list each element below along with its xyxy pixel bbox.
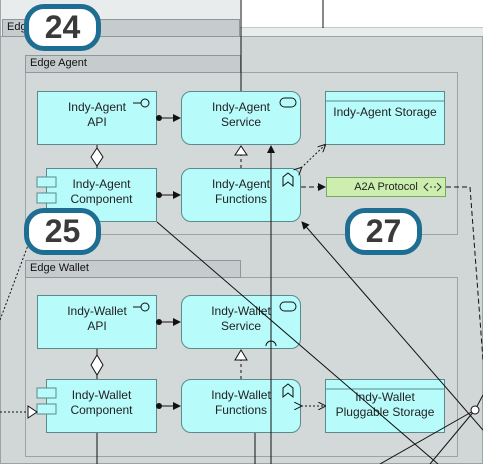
agent-api-service-link[interactable] bbox=[156, 114, 181, 122]
indy-wallet-api-label: Indy-Wallet API bbox=[67, 304, 127, 333]
indy-agent-api-node[interactable]: Indy-Agent API bbox=[37, 91, 157, 145]
callout-27-number: 27 bbox=[365, 213, 402, 249]
indy-agent-functions-node[interactable]: Indy-Agent Functions bbox=[181, 168, 301, 222]
interface-icon bbox=[133, 98, 150, 108]
agent-component-functions-link[interactable] bbox=[156, 191, 181, 199]
indy-wallet-service-label: Indy-Wallet Service bbox=[211, 304, 271, 333]
service-icon bbox=[279, 97, 297, 108]
top-strip bbox=[240, 0, 483, 28]
function-icon bbox=[282, 172, 294, 188]
edge-agent-tab: Edge Agent bbox=[25, 55, 241, 73]
diagonal-connector[interactable] bbox=[156, 221, 439, 464]
indy-wallet-storage-node[interactable]: Indy-Wallet Pluggable Storage bbox=[325, 379, 445, 433]
indy-agent-api-label: Indy-Agent API bbox=[67, 100, 127, 129]
wallet-api-service-link[interactable] bbox=[156, 318, 181, 326]
callout-27: 27 bbox=[345, 208, 422, 255]
indy-agent-functions-label: Indy-Agent Functions bbox=[211, 177, 271, 206]
wallet-component-functions-link[interactable] bbox=[156, 402, 181, 410]
indy-agent-service-label: Indy-Agent Service bbox=[211, 100, 271, 129]
service-icon bbox=[279, 301, 297, 312]
callout-24-number: 24 bbox=[44, 9, 81, 45]
agent-functions-service-link[interactable] bbox=[234, 145, 248, 168]
a2a-external-link[interactable] bbox=[446, 186, 483, 361]
interface-icon bbox=[133, 302, 150, 312]
agent-api-component-link[interactable] bbox=[90, 145, 104, 168]
indy-agent-storage-label: Indy-Agent Storage bbox=[333, 105, 437, 119]
callout-25-number: 25 bbox=[44, 213, 81, 249]
callout-24: 24 bbox=[24, 4, 101, 51]
wallet-api-component-link[interactable] bbox=[90, 349, 104, 379]
interaction-icon bbox=[423, 182, 442, 192]
line-jump bbox=[265, 340, 277, 347]
indy-agent-storage-node[interactable]: Indy-Agent Storage bbox=[325, 91, 445, 145]
left-realization-link[interactable] bbox=[0, 405, 38, 419]
left-dotted-connector[interactable] bbox=[0, 239, 31, 321]
wallet-functions-service-link[interactable] bbox=[234, 349, 248, 379]
indy-wallet-component-label: Indy-Wallet Component bbox=[70, 388, 133, 417]
component-icon bbox=[36, 176, 57, 204]
function-icon bbox=[282, 383, 294, 399]
diagonal-connector[interactable] bbox=[429, 409, 476, 464]
indy-wallet-api-node[interactable]: Indy-Wallet API bbox=[37, 295, 157, 349]
junction-point bbox=[470, 405, 480, 415]
callout-25: 25 bbox=[24, 208, 101, 255]
a2a-protocol-label: A2A Protocol bbox=[354, 181, 418, 193]
agent-functions-storage-link[interactable] bbox=[301, 145, 325, 168]
indy-wallet-storage-label: Indy-Wallet Pluggable Storage bbox=[335, 390, 435, 419]
indy-wallet-component-node[interactable]: Indy-Wallet Component bbox=[46, 379, 157, 433]
diagonal-connector[interactable] bbox=[301, 221, 483, 431]
edge-wallet-tab: Edge Wallet bbox=[25, 260, 241, 278]
component-icon bbox=[36, 387, 57, 415]
indy-agent-component-label: Indy-Agent Component bbox=[70, 177, 133, 206]
a2a-protocol-node[interactable]: A2A Protocol bbox=[326, 177, 446, 197]
indy-wallet-functions-label: Indy-Wallet Functions bbox=[211, 388, 271, 417]
diagonal-connector[interactable] bbox=[379, 409, 476, 464]
